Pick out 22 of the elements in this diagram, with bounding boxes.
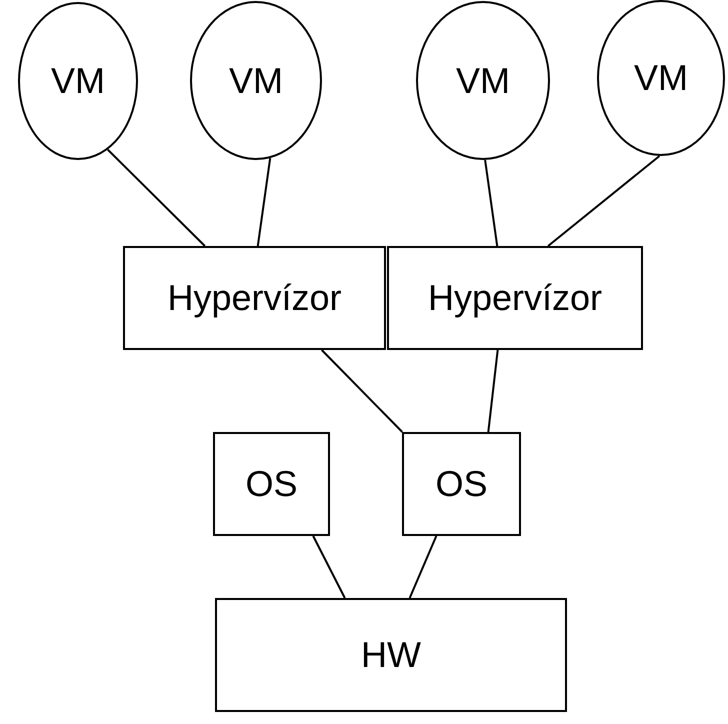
component-box — [402, 432, 521, 536]
component-box — [123, 246, 386, 350]
node-label: Hypervízor — [167, 280, 342, 316]
connector-line — [408, 536, 438, 598]
node-label: VM — [456, 62, 510, 98]
node-label: OS — [245, 466, 298, 502]
component-box — [387, 246, 643, 350]
connector-line — [107, 148, 206, 247]
node-label: VM — [51, 63, 105, 99]
node-label: VM — [229, 62, 283, 98]
component-box — [215, 598, 567, 712]
connector-line — [256, 158, 272, 246]
connector-line — [487, 350, 499, 432]
component-box — [213, 432, 330, 536]
connector-line — [312, 536, 346, 598]
connector-line — [547, 155, 660, 247]
node-label: HW — [361, 637, 421, 673]
node-label: VM — [634, 60, 688, 96]
connector-line — [321, 349, 403, 433]
connector-line — [484, 160, 498, 246]
node-label: OS — [435, 466, 488, 502]
node-label: Hypervízor — [428, 280, 602, 316]
